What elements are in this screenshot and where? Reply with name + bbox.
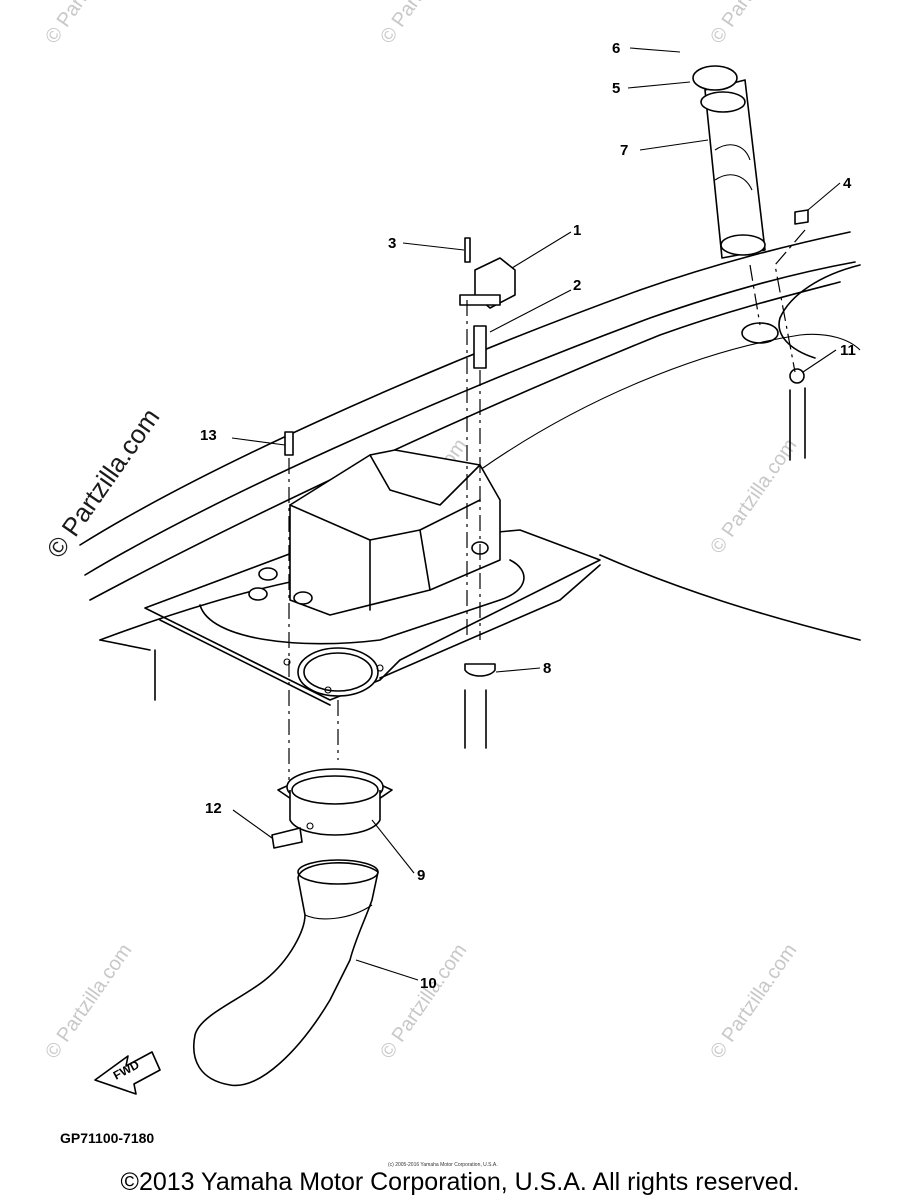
watermark: © Partzilla.com [706,0,801,48]
callout-5: 5 [612,80,620,97]
watermark: © Partzilla.com [376,0,471,48]
callout-13: 13 [200,427,217,444]
callout-8: 8 [543,660,551,677]
watermark: © Partzilla.com [41,0,136,48]
callout-3: 3 [388,235,396,252]
callout-12: 12 [205,800,222,817]
callout-4: 4 [843,175,852,192]
callout-1: 1 [573,222,581,239]
duct-ring [271,768,393,849]
copyright-notice: ©2013 Yamaha Motor Corporation, U.S.A. A… [121,1168,800,1196]
bracket-parts [284,237,516,749]
filler-neck-assembly [692,65,809,461]
callout-2: 2 [573,277,581,294]
callout-7: 7 [620,142,628,159]
watermark: © Partzilla.com [41,940,136,1063]
intake-hose [193,859,379,1087]
leader-lines [231,47,841,981]
callout-labels: 1 2 3 4 5 6 7 8 9 10 11 12 13 [200,40,856,992]
callout-6: 6 [612,40,620,57]
engine-cover-assembly [144,449,601,706]
callout-11: 11 [840,342,856,359]
assembly-lines [288,229,806,780]
callout-10: 10 [420,975,437,992]
diagram-code: GP71100-7180 [60,1130,154,1146]
callout-9: 9 [417,867,425,884]
watermark: © Partzilla.com [706,435,801,558]
small-notice: (c) 2005-2016 Yamaha Motor Corporation, … [388,1162,498,1168]
forward-arrow-icon: FWD [94,1051,161,1095]
watermark: © Partzilla.com [376,940,471,1063]
watermark: © Partzilla.com [706,940,801,1063]
